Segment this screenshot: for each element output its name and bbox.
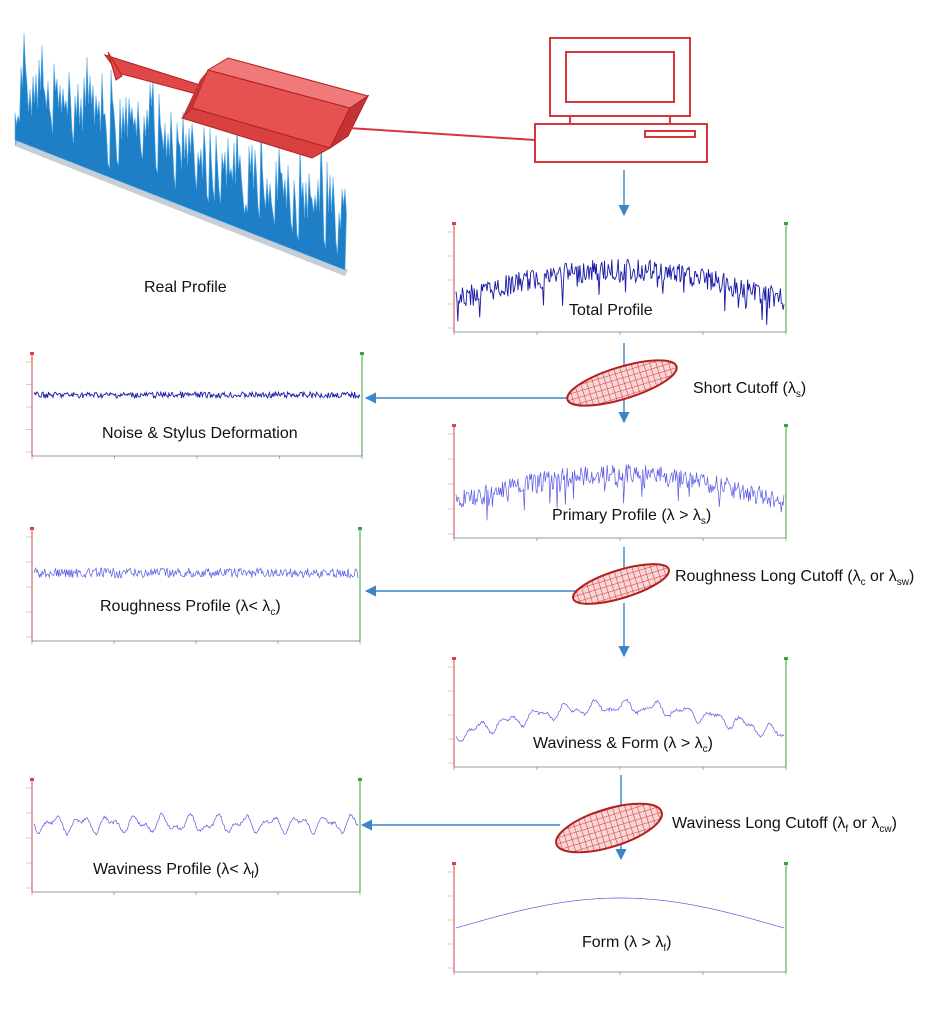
profile-signal-line [33, 567, 359, 580]
total-profile-label: Total Profile [569, 302, 653, 319]
real-profile-spikes [14, 33, 347, 271]
primary-profile-label: Primary Profile (λ > λs) [552, 507, 712, 528]
waviness-cutoff-label: Waviness Long Cutoff (λf or λcw) [672, 815, 897, 836]
computer-icon [534, 37, 708, 163]
profile-signal-line [33, 390, 361, 400]
short-cutoff-filter-icon [566, 359, 678, 407]
form-label: Form (λ > λf) [582, 934, 672, 955]
waviness-profile-label: Waviness Profile (λ< λf) [93, 861, 260, 882]
total-profile-plot [448, 222, 788, 335]
short-cutoff-label: Short Cutoff (λs) [693, 380, 807, 401]
profile-signal-line [455, 464, 785, 521]
profile-plots [26, 222, 788, 975]
profile-signal-line [455, 698, 785, 742]
stylus-probe-icon [103, 51, 370, 159]
form-plot [448, 862, 788, 975]
primary-profile-plot [448, 424, 788, 541]
roughness-profile-label: Roughness Profile (λ< λc) [100, 598, 281, 619]
waviness-form-plot [448, 657, 788, 770]
profile-signal-line [33, 812, 359, 836]
real-profile-label: Real Profile [144, 279, 227, 296]
probe-cable [347, 127, 536, 141]
waviness-form-label: Waviness & Form (λ > λc) [533, 735, 713, 756]
waviness-profile-plot [26, 778, 362, 895]
roughness-cutoff-label: Roughness Long Cutoff (λc or λsw) [675, 568, 915, 589]
profile-signal-line [455, 258, 785, 325]
waviness-cutoff-filter-icon [555, 802, 663, 854]
noise-plot [26, 352, 364, 459]
profile-signal-line [455, 897, 785, 929]
roughness-cutoff-filter-icon [572, 563, 670, 605]
real-profile-surface [14, 33, 348, 276]
roughness-profile-plot [26, 527, 362, 644]
noise-label: Noise & Stylus Deformation [102, 425, 298, 442]
